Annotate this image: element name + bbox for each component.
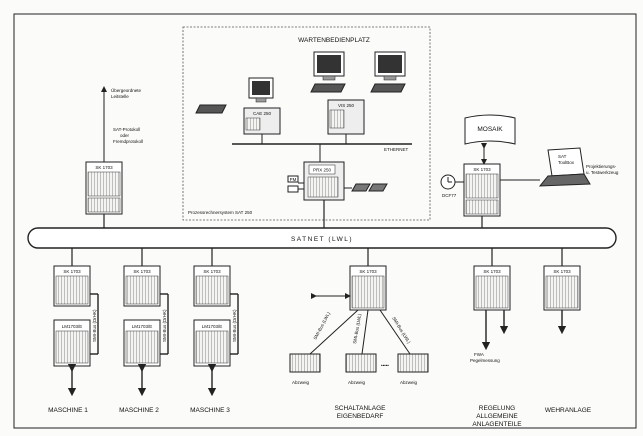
projekt-line1: Projektierungs- (586, 164, 617, 169)
abzweig-module (397, 353, 429, 373)
pm-label: PM (290, 177, 297, 182)
protokoll-line1: SAT-Protokoll (113, 127, 140, 132)
wartenbedienplatz-box (182, 26, 431, 221)
protokoll-line3: Fremdprotokoll (113, 139, 143, 144)
smibus-label: SMI-Bus (DrHK) (162, 309, 167, 342)
sk-label: SK 1703 (553, 269, 571, 274)
label-wehr: WEHRANLAGE (545, 407, 592, 414)
vis-slot (329, 109, 345, 129)
pm-device (287, 175, 299, 183)
rack-slots (195, 330, 229, 364)
prx-label-box (308, 164, 336, 175)
rack-slots (351, 275, 385, 309)
label-maschine-3: MASCHINE 3 (190, 407, 230, 414)
rack-slots (465, 173, 499, 199)
abzweig-label: Abzweig (348, 380, 366, 385)
monitor-icon (313, 51, 345, 81)
label-regel-2: ALLGEMEINE (476, 413, 518, 420)
printer-icon (368, 183, 388, 192)
prozess-label: Prozessrechnersystem SAT 250 (188, 210, 253, 215)
prx-rack (307, 176, 339, 198)
rack-slots (195, 275, 229, 305)
monitor-icon (248, 77, 274, 103)
smibus-lwl-label: SMI-Bus (LWL) (312, 311, 331, 341)
fwa-line2: Pegelmessung (470, 358, 500, 363)
fwa-line1: FWA (474, 352, 484, 357)
cae-slot (245, 117, 261, 131)
smibus-link (361, 309, 369, 355)
keyboard-icon (370, 83, 406, 93)
smibus-link (309, 309, 359, 355)
lm-label: LM1703/E (62, 324, 83, 329)
laptop-line2: ToolBox (558, 160, 575, 165)
satnet-label: SATNET (LWL) (291, 236, 353, 243)
ethernet-label: ETHERNET (384, 147, 409, 152)
arrow-up-icon (101, 86, 107, 92)
leitstelle-line1: Übergeordnete (111, 87, 142, 93)
protokoll-line2: oder (120, 133, 130, 138)
prx-label: PRX 250 (313, 168, 332, 173)
smibus-label: SMI-Bus (DrHK) (92, 309, 97, 342)
label-maschine-2: MASCHINE 2 (119, 407, 159, 414)
abzweig-module (345, 353, 377, 373)
monitor-icon (374, 51, 406, 81)
dots: ••••• (381, 363, 389, 368)
cae-label: CAE 250 (253, 111, 272, 116)
mosaik-label: MOSAIK (477, 126, 503, 133)
sk-label: SK 1703 (95, 165, 113, 170)
rack-slots (125, 275, 159, 305)
label-maschine-1: MASCHINE 1 (48, 407, 88, 414)
vis-label: VIS 250 (338, 103, 355, 108)
smibus-lwl-label: SMI-Bus (LWL) (352, 313, 362, 344)
laptop-line1: SAT (558, 154, 567, 159)
label-regel-1: REGELUNG (479, 405, 515, 412)
abzweig-module (289, 353, 321, 373)
abzweig-label: Abzweig (400, 380, 418, 385)
leitstelle-line2: Leitstelle (111, 94, 129, 99)
keyboard-icon (310, 83, 346, 93)
sk-label: SK 1703 (483, 269, 501, 274)
satnet-ring (27, 227, 617, 249)
smibus-label: SMI-Bus (DrHK) (232, 309, 237, 342)
sk-label: SK 1703 (63, 269, 81, 274)
mosaik-panel (464, 114, 516, 145)
rack-slots (87, 197, 121, 213)
printer-icon (351, 183, 371, 192)
sk-label: SK 1703 (203, 269, 221, 274)
keyboard-icon (195, 104, 227, 114)
outer-frame (13, 13, 637, 429)
label-regel-3: ANLAGENTEILE (472, 421, 522, 428)
lm-label: LM1703/E (202, 324, 223, 329)
projekt-line2: u. Testwerkzeug (586, 170, 619, 175)
rack-slots (475, 275, 509, 309)
rack-slots (545, 275, 579, 309)
laptop-keyboard (538, 173, 591, 187)
pm-device (287, 185, 299, 193)
label-schalt-1: SCHALTANLAGE (334, 405, 386, 412)
rack-slots (125, 330, 159, 364)
abzweig-label: Abzweig (292, 380, 310, 385)
lm-label: LM1703/E (132, 324, 153, 329)
dcf-label: DCF77 (442, 193, 457, 198)
rack-slots (55, 275, 89, 305)
smibus-link (379, 309, 411, 355)
sk-label: SK 1703 (359, 269, 377, 274)
wartenbedienplatz-title: WARTENBEDIENPLATZ (298, 37, 370, 44)
sk-label: SK 1703 (133, 269, 151, 274)
sk-label: SK 1703 (473, 167, 491, 172)
rack-slots (465, 199, 499, 215)
rack-slots (55, 330, 89, 364)
rack-slots (87, 171, 121, 197)
label-schalt-2: EIGENBEDARF (337, 413, 384, 420)
